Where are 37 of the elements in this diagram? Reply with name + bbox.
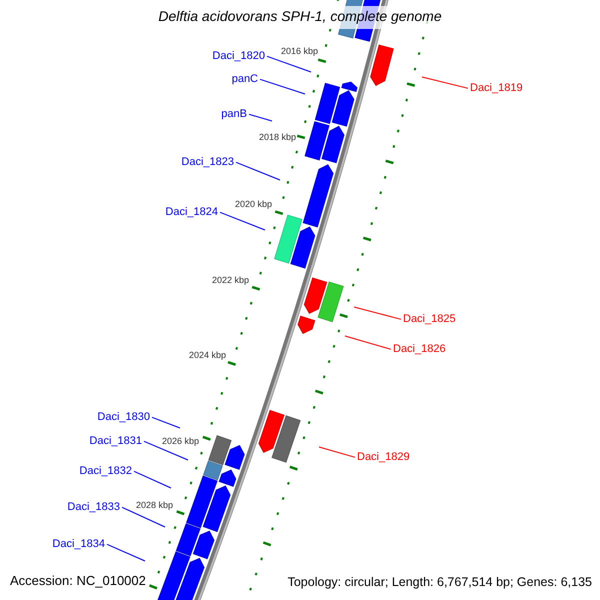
leader-line [248, 114, 272, 122]
accession-text: Accession: NC_010002 [10, 574, 146, 590]
scale-label: 2018 kbp [258, 132, 296, 142]
leader-line [134, 470, 172, 488]
gene-label: Daci_1823 [181, 156, 234, 169]
gene-label: Daci_1819 [470, 82, 523, 95]
leader-line [344, 336, 392, 350]
gene-label: panB [221, 108, 247, 121]
gene-label: Daci_1829 [357, 451, 410, 464]
scale-label: 2028 kbp [136, 500, 173, 510]
gene-label: Daci_1826 [393, 343, 446, 356]
gene-label: Daci_1824 [165, 206, 218, 219]
gene-label: Daci_1833 [67, 501, 120, 514]
gene-label: Daci_1832 [79, 465, 132, 478]
scale-label: 2024 kbp [188, 350, 226, 360]
leader-line [354, 306, 402, 320]
leader-line [266, 56, 312, 72]
leader-line [106, 544, 146, 562]
genome-info-text: Topology: circular; Length: 6,767,514 bp; Genes: 6,135 [288, 574, 592, 589]
gene-label: panC [232, 73, 258, 86]
leader-line [152, 416, 180, 428]
scale-label: 2022 kbp [212, 274, 249, 285]
scale-label: 2020 kbp [234, 198, 272, 209]
gene-label: Daci_1831 [89, 435, 142, 448]
gene-label: Daci_1834 [52, 538, 105, 551]
gene-label: Daci_1830 [97, 411, 150, 424]
leader-line [144, 440, 188, 460]
leader-line [236, 162, 280, 180]
gene-label: Daci_1825 [403, 313, 456, 326]
leader-line [122, 506, 166, 528]
scale-label: 2016 kbp [280, 46, 318, 56]
leader-line [260, 78, 306, 94]
scale-label: 2026 kbp [162, 436, 199, 446]
leader-line [318, 446, 356, 458]
gene-label: Daci_1820 [212, 50, 265, 63]
leader-line [220, 212, 266, 230]
leader-line [422, 76, 468, 89]
